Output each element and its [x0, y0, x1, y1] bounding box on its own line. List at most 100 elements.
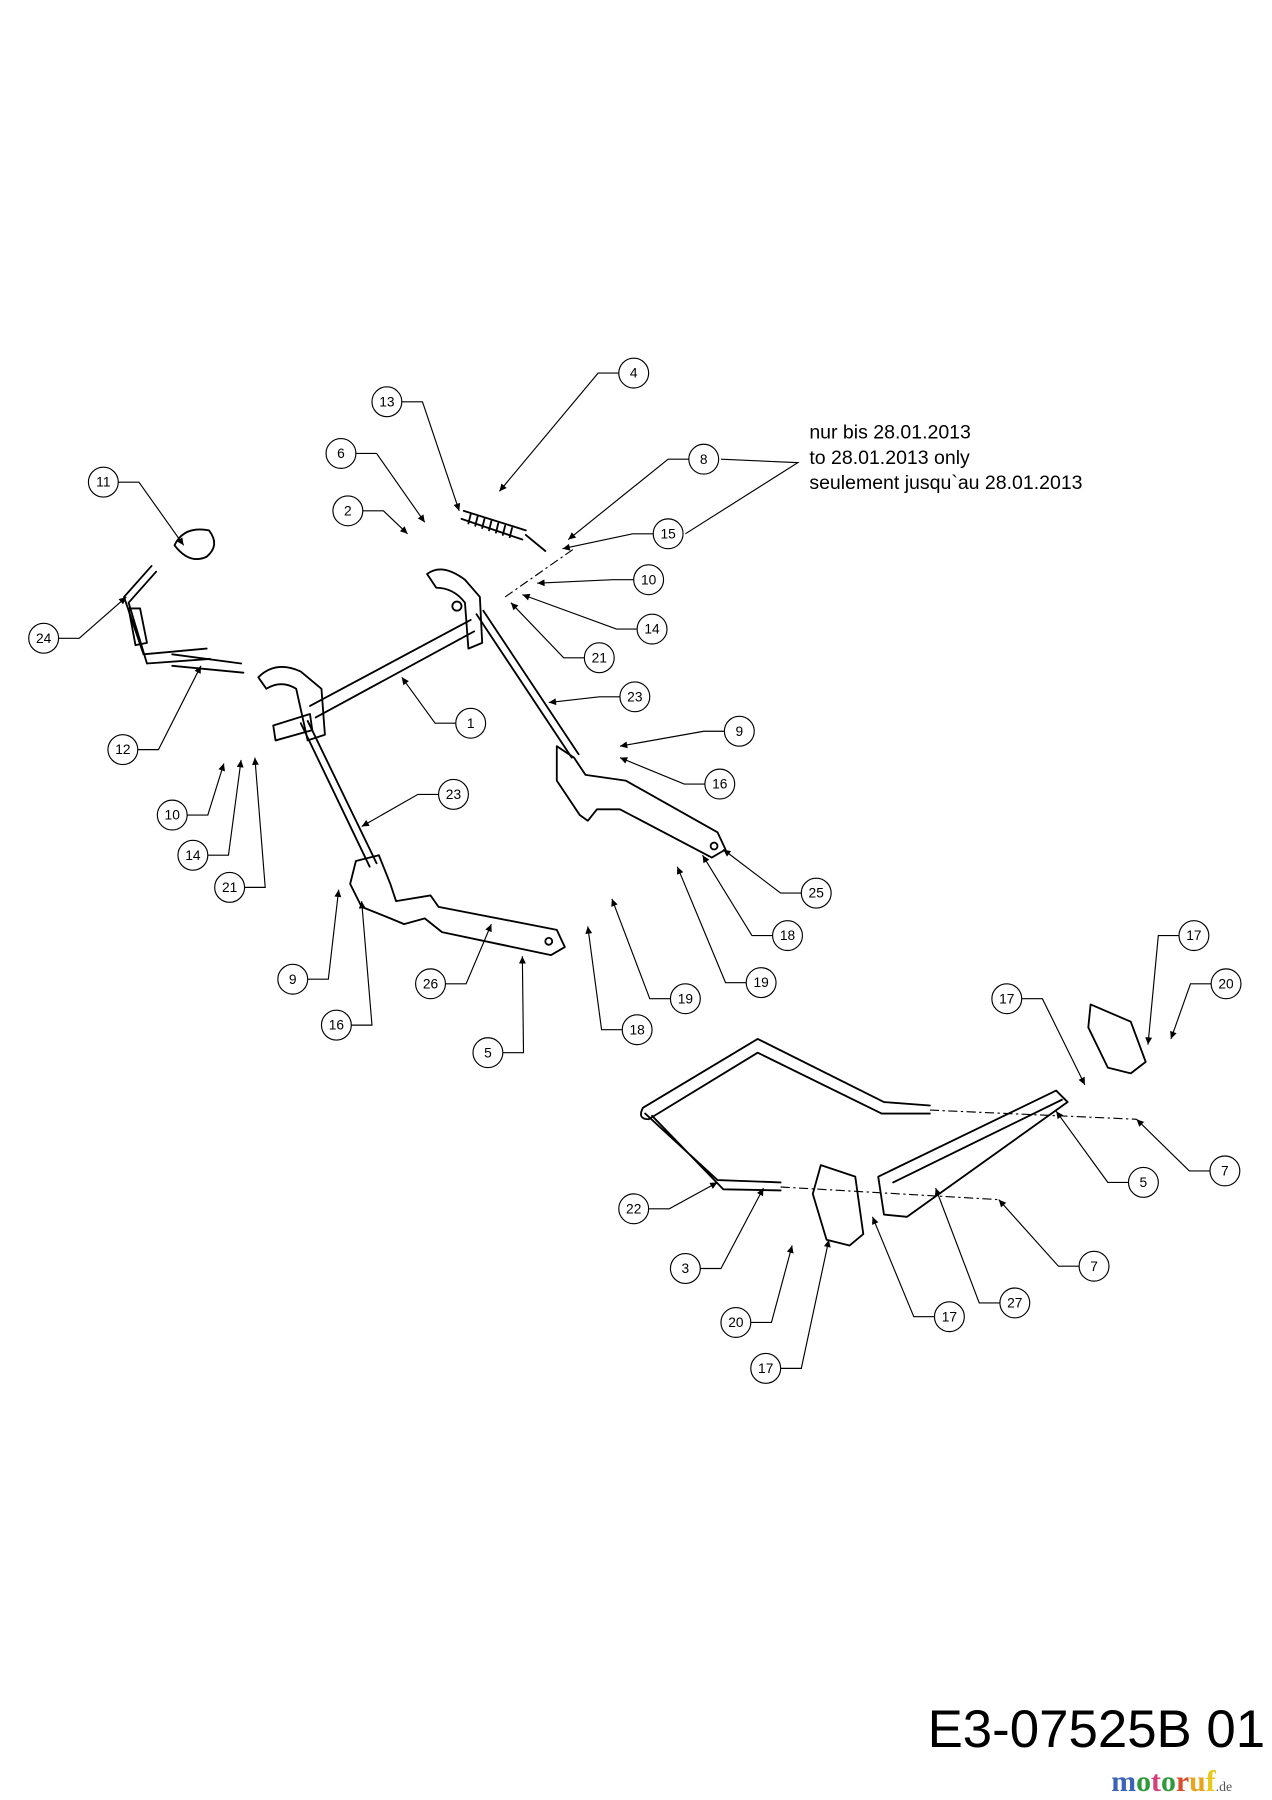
balloon-circle — [618, 357, 650, 389]
balloon-label: 21 — [592, 650, 607, 665]
note-line-3: seulement jusqu`au 28.01.2013 — [809, 472, 1082, 494]
callout-26: 26 — [415, 923, 492, 1000]
handle-grip — [127, 607, 148, 647]
note-leader — [685, 458, 800, 535]
balloon-label: 16 — [329, 1018, 345, 1033]
parts-drawing — [123, 509, 1147, 1247]
callout-20: 20 — [720, 1245, 794, 1338]
balloon-label: 18 — [629, 1022, 645, 1037]
arrowhead — [519, 956, 526, 964]
leader-line — [118, 481, 185, 546]
right-link-rod — [475, 609, 580, 759]
balloon-circle — [999, 1287, 1031, 1319]
lift-handle — [123, 565, 212, 665]
balloon-label: 9 — [735, 724, 743, 739]
balloon-label: 14 — [185, 848, 201, 863]
leader-line — [562, 533, 654, 550]
callout-17: 17 — [871, 1216, 965, 1333]
callout-17: 17 — [991, 983, 1086, 1086]
callout-18: 18 — [702, 854, 804, 952]
arrowhead — [998, 1199, 1007, 1208]
callout-5: 5 — [1055, 1110, 1159, 1198]
balloon-label: 5 — [1140, 1175, 1148, 1190]
callouts: 4136281510142111241212391625181910142123… — [28, 357, 1242, 1384]
balloon-circle — [669, 983, 701, 1015]
leader-line — [187, 763, 225, 816]
leader-line — [1055, 1110, 1129, 1183]
channel-27 — [877, 1089, 1069, 1218]
left-link-rod — [299, 720, 378, 868]
bracket-hole — [544, 936, 554, 946]
arrowhead — [611, 898, 618, 907]
leader-line — [750, 1245, 793, 1324]
arrowhead — [562, 543, 571, 551]
balloon-circle — [669, 1252, 701, 1284]
callout-9: 9 — [277, 889, 342, 995]
balloon-label: 24 — [36, 631, 52, 646]
arrowhead — [1170, 1030, 1177, 1039]
bracket-25 — [555, 745, 727, 859]
balloon-label: 3 — [682, 1261, 690, 1276]
balloon-label: 20 — [1218, 976, 1234, 991]
balloon-label: 23 — [627, 689, 643, 704]
handle-bar — [171, 653, 245, 674]
leader-line — [611, 898, 671, 1000]
balloon-circle — [720, 1306, 752, 1338]
balloon-circle — [933, 1301, 965, 1333]
callout-17: 17 — [1145, 920, 1210, 1045]
leader-line — [401, 676, 456, 724]
balloon-label: 6 — [337, 446, 345, 461]
balloon-circle — [723, 715, 755, 747]
callout-19: 19 — [676, 866, 777, 999]
balloon-circle — [619, 681, 651, 713]
arrowhead — [118, 596, 127, 605]
leader-line — [510, 602, 585, 659]
arrowhead — [723, 849, 732, 857]
balloon-circle — [1209, 1155, 1241, 1187]
callout-2: 2 — [332, 495, 408, 535]
balloon-circle — [1178, 920, 1210, 952]
leader-line — [401, 401, 460, 512]
balloon-circle — [472, 1037, 504, 1069]
callout-23: 23 — [361, 778, 469, 828]
note-line-2: to 28.01.2013 only — [809, 447, 970, 469]
balloon-label: 21 — [222, 880, 237, 895]
arm-hole — [451, 600, 463, 612]
leader-line — [1170, 983, 1212, 1040]
balloon-label: 19 — [678, 991, 693, 1006]
callout-7: 7 — [998, 1199, 1110, 1282]
balloon-circle — [688, 443, 720, 475]
balloon-label: 5 — [484, 1045, 492, 1060]
arrowhead — [1145, 1037, 1153, 1045]
arrowhead — [1078, 1076, 1085, 1085]
balloon-label: 7 — [1090, 1259, 1098, 1274]
balloon-circle — [177, 839, 209, 871]
callout-13: 13 — [371, 386, 461, 512]
callout-17: 17 — [750, 1239, 831, 1384]
balloon-circle — [704, 768, 736, 800]
callout-19: 19 — [611, 898, 701, 1015]
callout-16: 16 — [320, 901, 373, 1041]
leader-line — [676, 866, 747, 984]
balloon-label: 18 — [780, 928, 796, 943]
arrowhead — [709, 1182, 718, 1189]
balloon-circle — [1127, 1166, 1159, 1198]
callout-22: 22 — [618, 1181, 718, 1225]
u-rod — [640, 1037, 931, 1192]
callout-7: 7 — [1136, 1118, 1241, 1187]
callout-23: 23 — [548, 681, 651, 713]
balloon-circle — [991, 983, 1023, 1015]
arrowhead — [510, 602, 519, 611]
leader-line — [648, 1181, 718, 1210]
callout-12: 12 — [107, 665, 202, 766]
leader-line — [361, 793, 439, 828]
balloon-circle — [332, 495, 364, 527]
arrowhead — [176, 537, 184, 546]
balloon-label: 23 — [446, 787, 462, 802]
bracket-26 — [349, 854, 566, 957]
bearing-plate-right — [1087, 1003, 1147, 1075]
leader-line — [207, 759, 242, 856]
balloon-label: 25 — [809, 886, 825, 901]
leader-line — [871, 1216, 935, 1318]
